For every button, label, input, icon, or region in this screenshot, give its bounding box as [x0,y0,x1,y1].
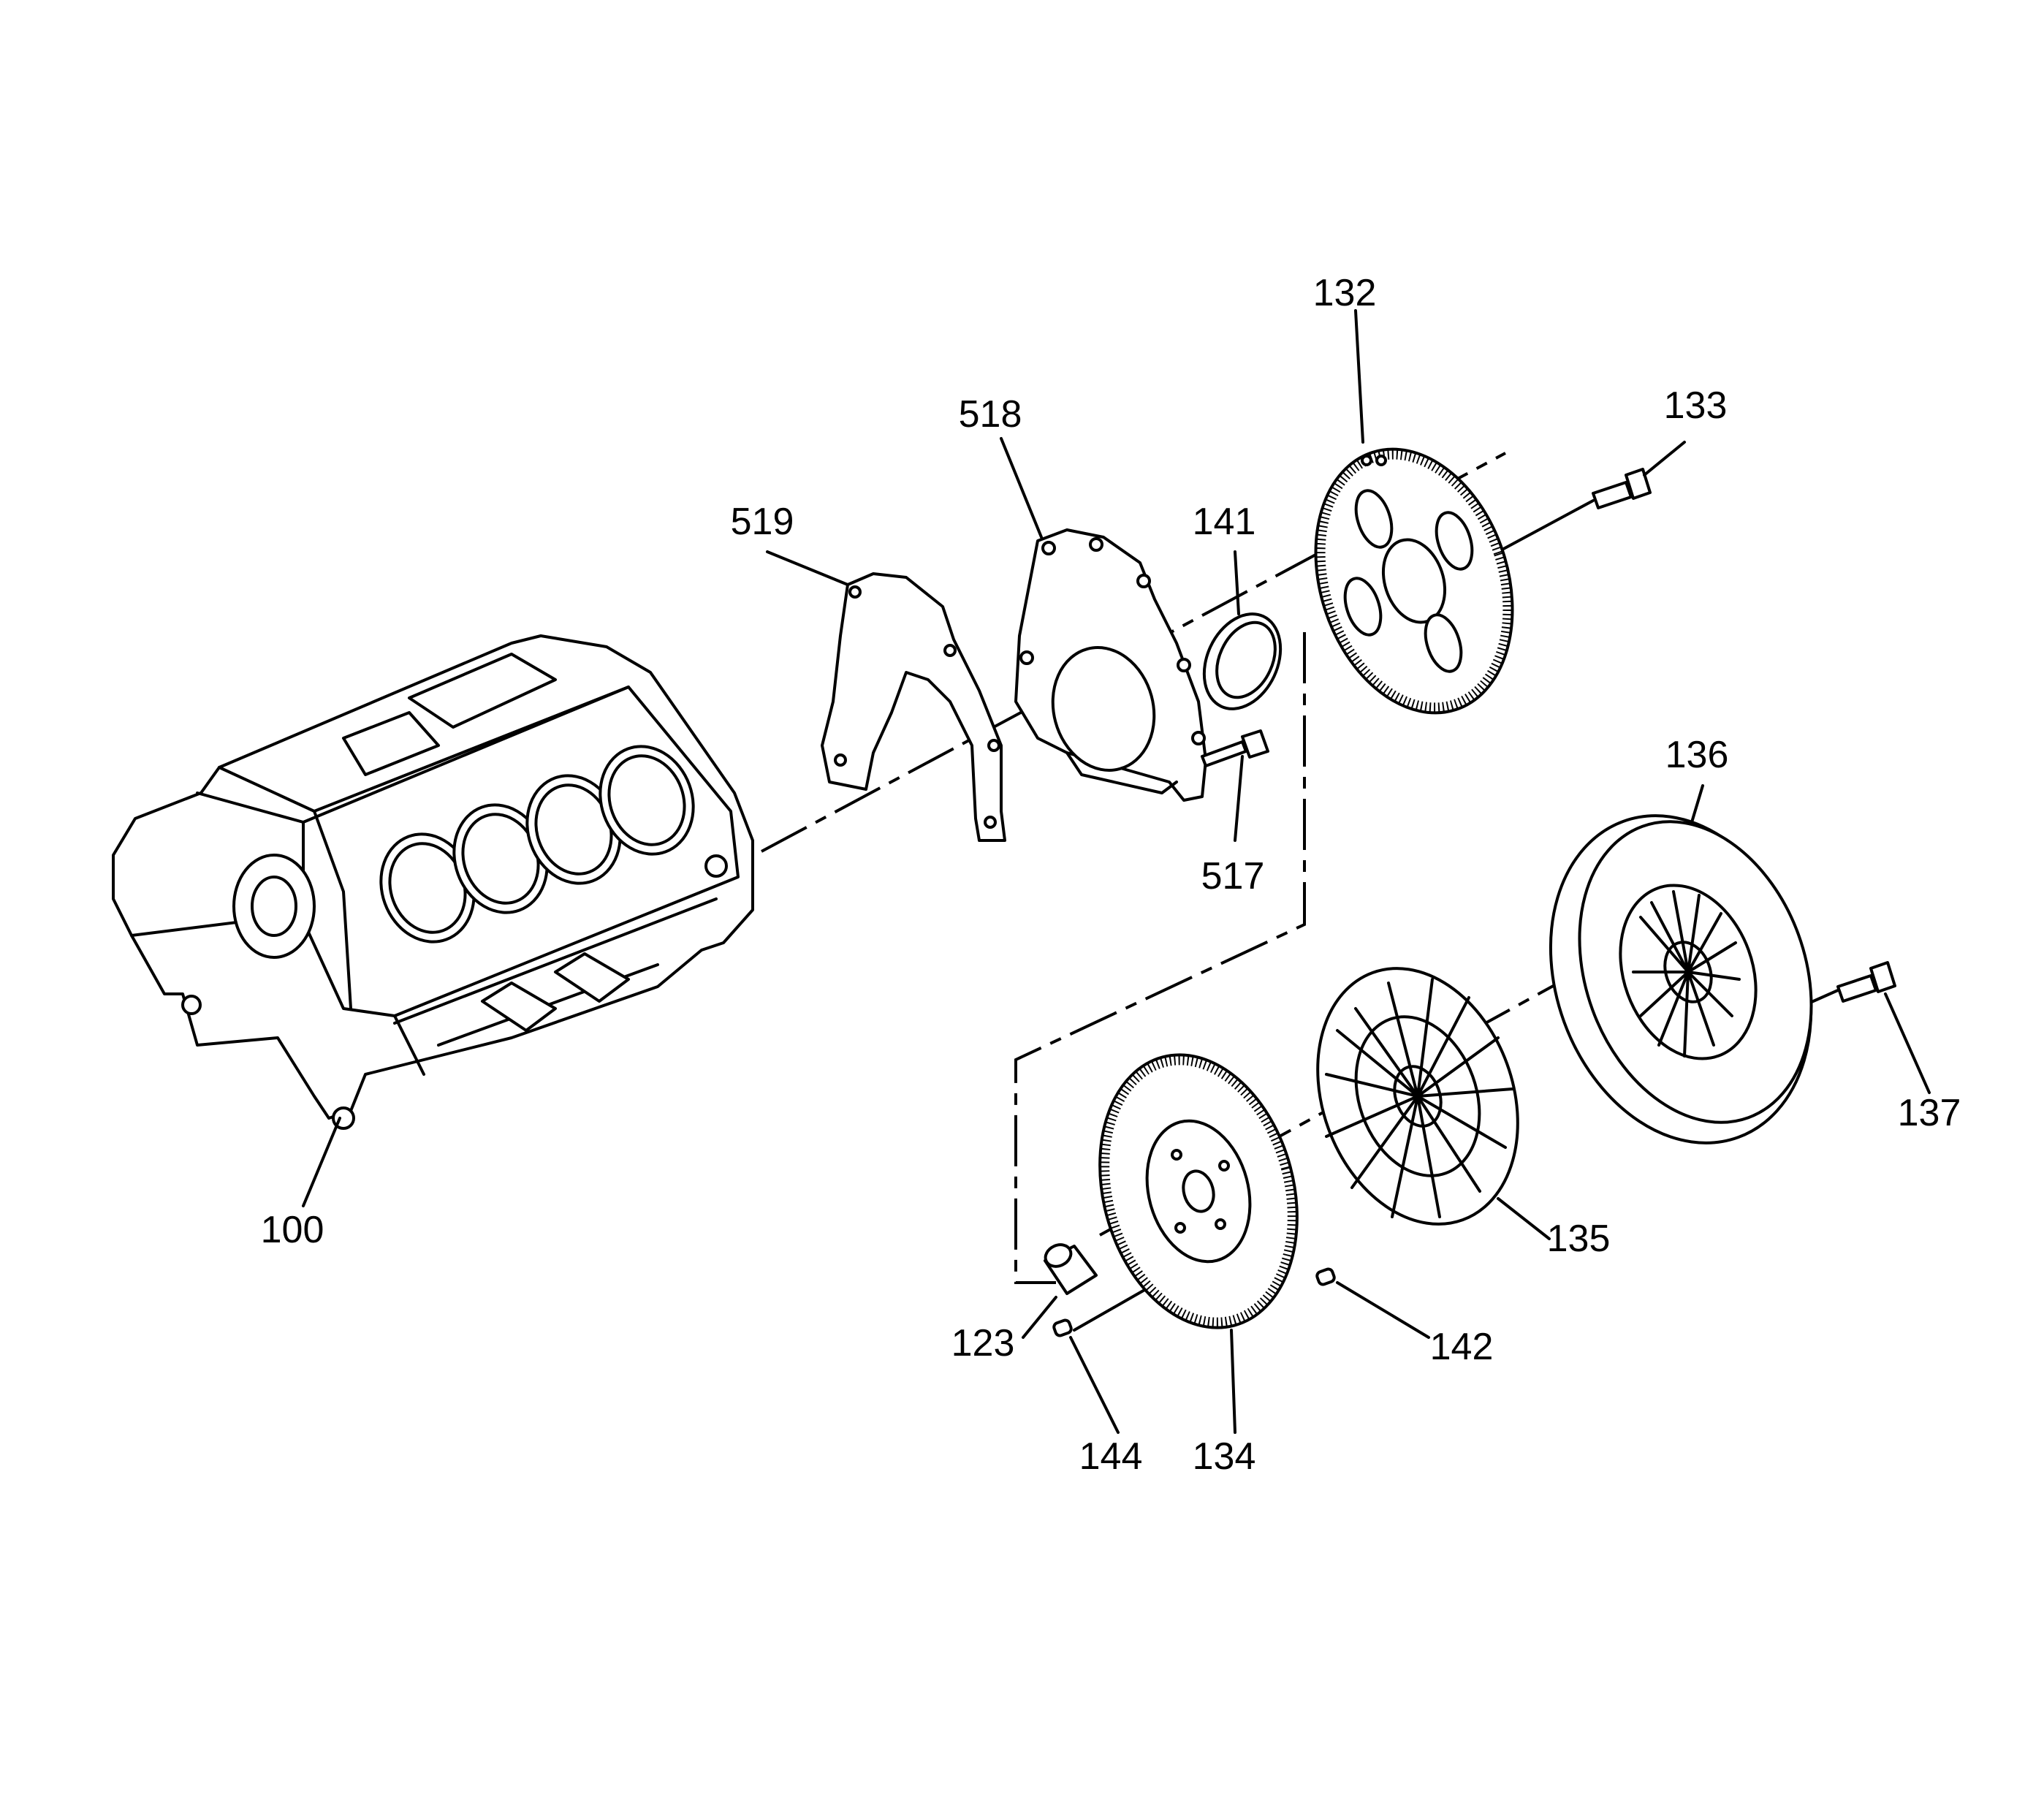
flexplate-bolt [1592,468,1652,509]
pressure-plate-bolt [1836,961,1896,1003]
callout-132: 132 [1313,272,1377,314]
flexplate [1314,447,1514,715]
callout-123: 123 [951,1322,1015,1364]
axis-to-bolt-133 [1497,499,1595,553]
cover-bolt [1201,729,1269,767]
callout-144: 144 [1079,1435,1143,1478]
callout-137: 137 [1898,1092,1961,1134]
callout-518: 518 [959,393,1022,436]
leader-144 [1069,1336,1120,1434]
alternate-route-line [1014,632,1306,1284]
callout-135: 135 [1547,1218,1611,1260]
pressure-plate [1549,814,1813,1144]
cylinder-bores [379,745,695,944]
leader-519 [766,550,849,586]
leader-136 [1690,784,1704,824]
leader-135 [1497,1197,1551,1240]
flywheel [1098,1053,1299,1329]
engine-block [112,634,754,1130]
leader-137 [1884,992,1931,1094]
callout-142: 142 [1430,1326,1494,1368]
leader-141 [1234,550,1240,615]
leader-100 [302,1117,341,1207]
rear-main-seal [1202,612,1283,710]
dowel-pin-144 [1052,1318,1073,1337]
pilot-bearing [1044,1243,1098,1295]
leader-133 [1643,441,1686,477]
callout-141: 141 [1193,501,1256,543]
axis-to-dowel-144 [1073,1285,1152,1332]
leader-123 [1022,1296,1057,1339]
callout-519: 519 [731,501,794,543]
leader-518 [1000,437,1043,539]
callout-134: 134 [1193,1435,1256,1478]
callout-517: 517 [1201,855,1265,897]
leader-134 [1230,1329,1236,1434]
leader-517 [1234,755,1244,842]
leader-lines [302,309,1931,1434]
rear-cover-gasket [821,572,1006,842]
leader-142 [1336,1281,1430,1339]
callout-133: 133 [1664,384,1728,427]
callout-100: 100 [261,1209,324,1251]
leader-132 [1354,309,1364,444]
callout-136: 136 [1665,734,1729,776]
clutch-disc [1316,967,1519,1226]
rear-cover [1014,528,1207,802]
callout-labels: 132 133 518 519 141 517 136 137 135 100 … [261,272,1961,1478]
dowel-pin-142 [1315,1267,1336,1286]
